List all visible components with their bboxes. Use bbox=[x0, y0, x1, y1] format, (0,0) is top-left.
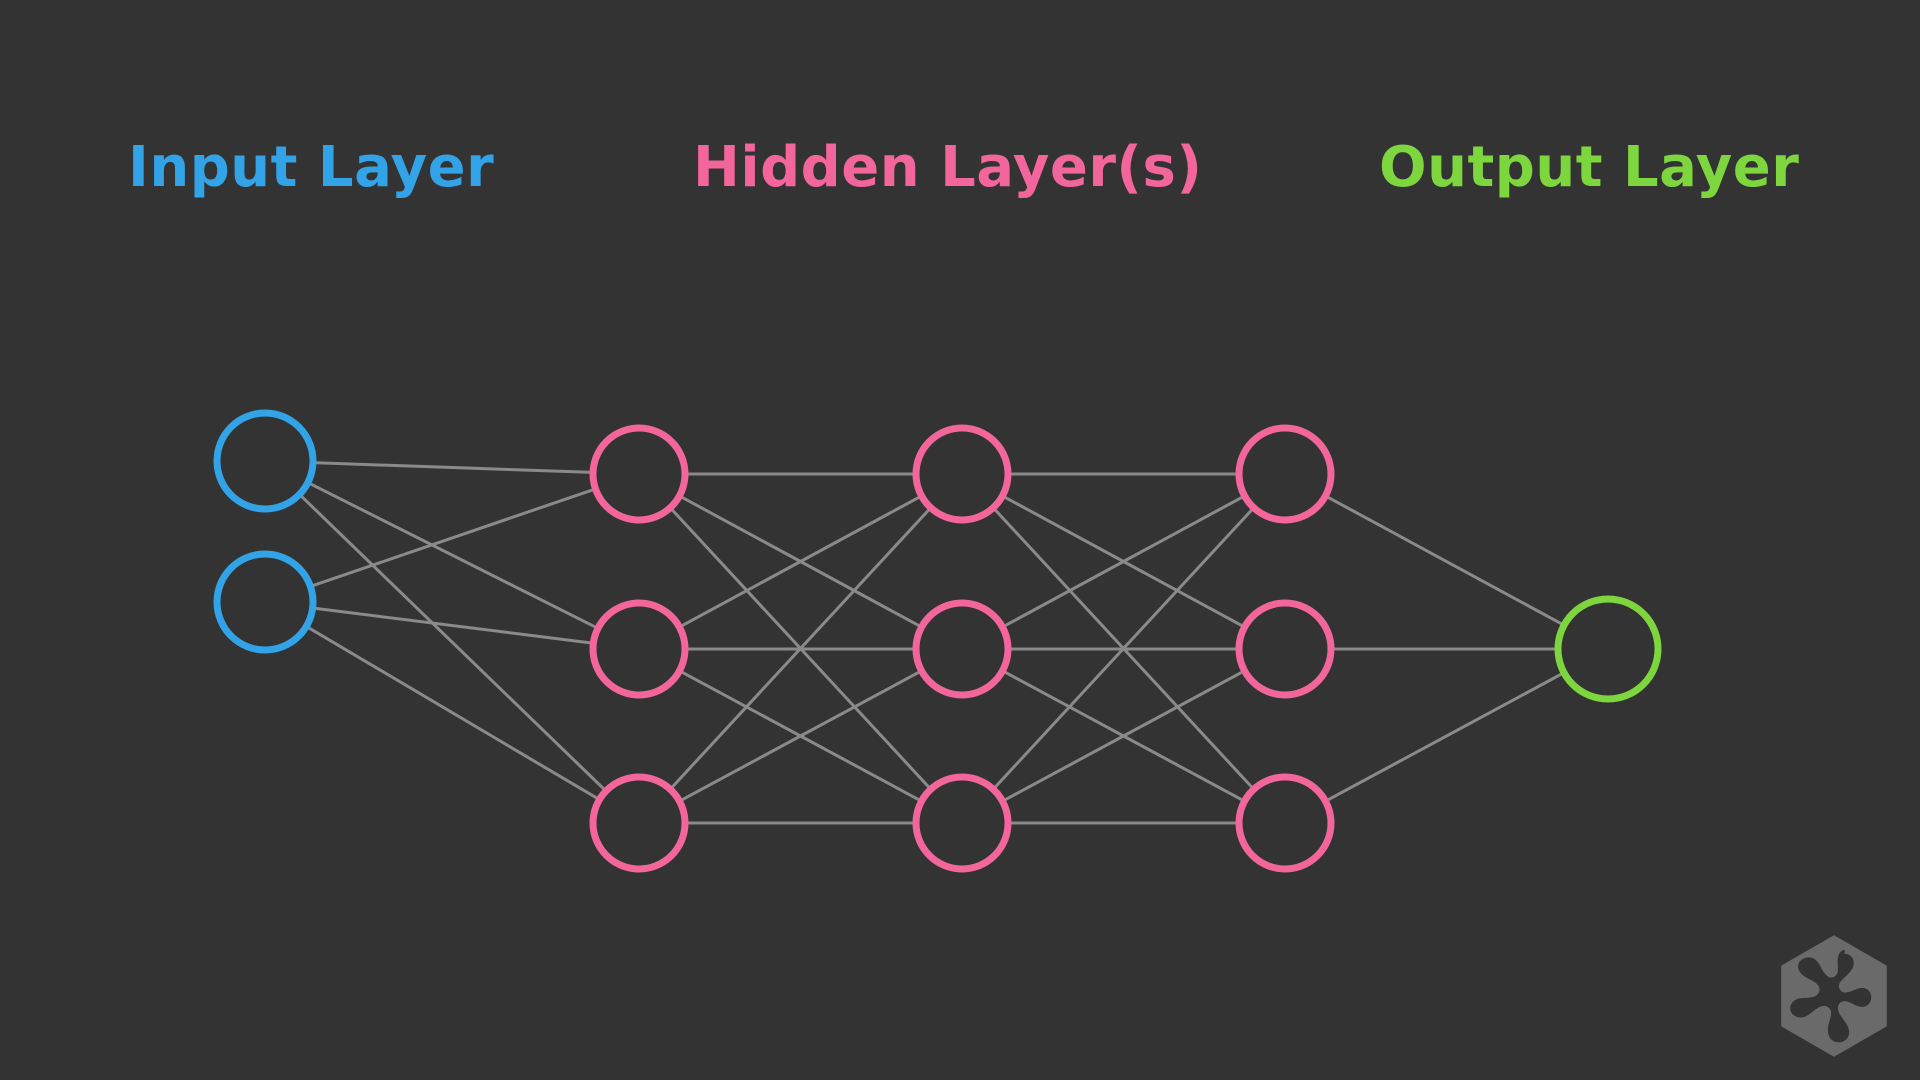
neuron-node-h2_2[interactable] bbox=[912, 599, 1012, 699]
hexagon-neuron-logo-icon bbox=[1781, 935, 1887, 1057]
neuron-node-h1_1[interactable] bbox=[589, 424, 689, 524]
connection-edge bbox=[1323, 671, 1566, 803]
neuron-node-i2[interactable] bbox=[213, 550, 317, 654]
neuron-node-h3_1[interactable] bbox=[1235, 424, 1335, 524]
neuron-node-h3_3[interactable] bbox=[1235, 773, 1335, 873]
neuron-node-h2_3[interactable] bbox=[912, 773, 1012, 873]
neuron-nodes-group bbox=[213, 409, 1662, 873]
layer-label-input: Input Layer bbox=[128, 135, 495, 200]
neuron-node-h2_1[interactable] bbox=[912, 424, 1012, 524]
connection-edge bbox=[306, 481, 600, 630]
connection-edge bbox=[304, 624, 601, 802]
neuron-node-o1[interactable] bbox=[1554, 595, 1662, 703]
connection-edge bbox=[677, 669, 924, 803]
neuron-node-h1_2[interactable] bbox=[589, 599, 689, 699]
neuron-node-i1[interactable] bbox=[213, 409, 317, 513]
connection-edge bbox=[311, 461, 595, 474]
connection-edge bbox=[668, 506, 933, 791]
connection-edge bbox=[1000, 669, 1247, 803]
neuron-node-h1_3[interactable] bbox=[589, 773, 689, 873]
connection-edge bbox=[991, 506, 1256, 791]
connection-edge bbox=[1000, 494, 1247, 629]
connection-edge bbox=[297, 492, 608, 793]
layer-label-hidden: Hidden Layer(s) bbox=[693, 135, 1203, 200]
connection-edge bbox=[1323, 494, 1566, 627]
watermark-neuron-glyph bbox=[1790, 949, 1872, 1043]
connection-edge bbox=[308, 487, 597, 588]
connection-edge bbox=[677, 494, 924, 629]
layer-label-output: Output Layer bbox=[1379, 135, 1800, 200]
connection-edges-group bbox=[297, 461, 1566, 825]
neuron-node-h3_2[interactable] bbox=[1235, 599, 1335, 699]
connection-edge bbox=[311, 606, 595, 645]
